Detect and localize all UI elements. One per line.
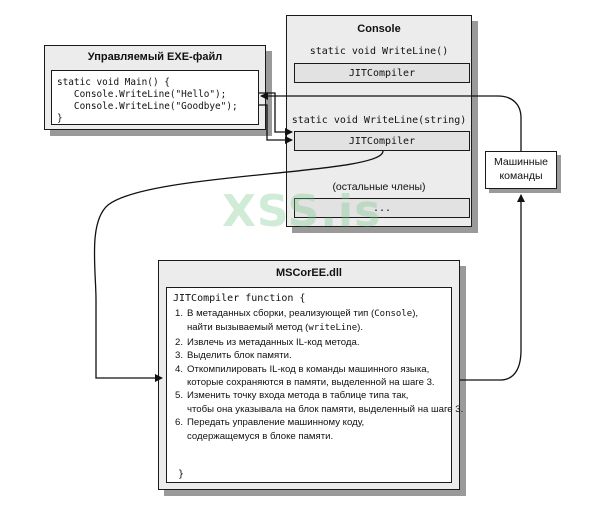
jit-step-number: 6. — [174, 417, 183, 429]
jit-step-4-line-2: которые сохраняются в памяти, выделенной… — [173, 376, 453, 389]
jit-step-text: содержащемуся в блоке памяти. — [187, 430, 334, 442]
jit-step-text: Изменить точку входа метода в таблице ти… — [187, 390, 409, 402]
other-members-label: (остальные члены) — [332, 181, 426, 193]
jit-step-text: Передать управление машинному коду, — [187, 417, 365, 429]
jit-step-number: 2. — [174, 336, 183, 348]
machine-code-label-line2: команды — [499, 170, 543, 182]
machine-code-label-line1: Машинные — [494, 156, 548, 168]
console-box — [286, 15, 472, 227]
jit-step-text: которые сохраняются в памяти, выделенной… — [187, 377, 435, 389]
jit-slot-writeline-string: JITCompiler — [294, 131, 470, 151]
code-line-writeline-goodbye: Console.WriteLine("Goodbye"); — [57, 101, 238, 112]
jit-step-4-line-1: 4. Откомпилировать IL-код в команды машин… — [173, 363, 453, 376]
jit-step-1-line-1: 1. В метаданных сборки, реализующей тип (… — [173, 307, 453, 321]
code-line-writeline-hello: Console.WriteLine("Hello"); — [57, 89, 227, 100]
jit-step-text: ). — [357, 322, 364, 334]
jit-step-1-line-2: найти вызываемый метод (writeLine). — [173, 321, 453, 335]
code-line-main: static void Main() { — [57, 77, 170, 88]
jit-step-number: 4. — [174, 363, 183, 375]
jit-step-text: Выделить блок памяти. — [187, 350, 292, 362]
arrow-hello-call — [259, 92, 293, 136]
jit-step-text: найти вызываемый метод ( — [187, 322, 309, 334]
jit-step-text: Откомпилировать IL-код в команды машинно… — [187, 363, 430, 375]
arrow-goodbye-call — [259, 104, 293, 144]
jit-step-number: 1. — [174, 308, 183, 319]
jit-step-text: Извлечь из метаданных IL-код метода. — [187, 336, 360, 348]
jit-step-2-line-1: 2. Извлечь из метаданных IL-код метода. — [173, 336, 453, 349]
jit-step-6-line-2: содержащемуся в блоке памяти. — [173, 430, 453, 443]
jit-step-6-line-1: 6. Передать управление машинному коду, — [173, 416, 453, 429]
jit-step-number: 5. — [174, 390, 183, 402]
watermark: XSS.is — [222, 186, 382, 237]
method-signature-writeline: static void WriteLine() — [309, 46, 449, 57]
jit-step-5-line-1: 5. Изменить точку входа метода в таблице … — [173, 389, 453, 402]
jit-step-text: writeLine — [308, 323, 358, 334]
code-line-close-brace: } — [57, 113, 63, 124]
jit-function-header: JITCompiler function { — [173, 293, 306, 304]
method-signature-writeline-string: static void WriteLine(string) — [291, 115, 467, 126]
arrow-slot-to-jitcompiler — [93, 150, 384, 382]
mscoree-title: MSCorEE.dll — [275, 267, 342, 279]
machine-code-box — [485, 151, 557, 189]
jit-slot-writeline: JITCompiler — [294, 63, 470, 83]
other-members-slot: ... — [294, 198, 470, 218]
arrow-machine-code-return — [260, 92, 522, 151]
mscoree-function-panel — [166, 287, 452, 483]
jit-steps-list: 1. В метаданных сборки, реализующей тип (… — [173, 307, 463, 443]
console-title: Console — [357, 23, 401, 35]
jit-step-3-line-1: 3. Выделить блок памяти. — [173, 349, 453, 362]
jit-step-text: Console — [374, 309, 413, 319]
managed-exe-title: Управляемый EXE-файл — [87, 51, 223, 63]
jit-function-close: } — [178, 469, 185, 480]
jit-step-5-line-2: чтобы она указывала на блок памяти, выде… — [173, 403, 463, 416]
arrow-jit-to-machine-code — [460, 194, 525, 381]
managed-exe-code-panel — [51, 70, 259, 125]
jit-step-number: 3. — [174, 350, 183, 362]
jit-step-text: В метаданных сборки, реализующей тип ( — [187, 308, 375, 319]
jit-step-text: чтобы она указывала на блок памяти, выде… — [187, 403, 464, 415]
jit-step-text: ), — [412, 308, 419, 319]
